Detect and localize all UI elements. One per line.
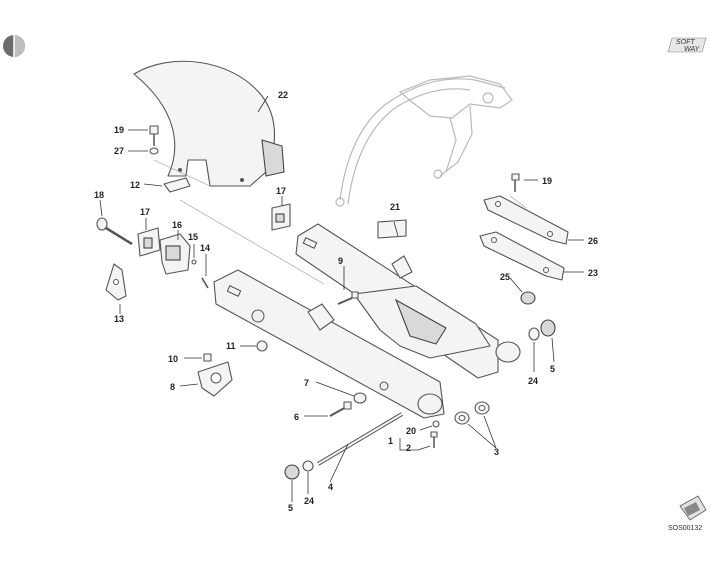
bolt-19-right — [511, 173, 520, 192]
callout-2: 2 — [406, 443, 411, 453]
rubber-block-17-right — [271, 203, 291, 231]
leader-lines — [99, 95, 584, 502]
drawing-code: SOS00132 — [668, 525, 702, 532]
callout-17-left: 17 — [140, 207, 150, 217]
bolt-9 — [337, 291, 359, 305]
callout-16: 16 — [172, 220, 182, 230]
screw-15 — [191, 259, 197, 265]
callout-22: 22 — [278, 90, 288, 100]
callout-18: 18 — [94, 190, 104, 200]
callout-26: 26 — [588, 236, 598, 246]
bolt-20 — [432, 420, 440, 428]
callout-6: 6 — [294, 412, 299, 422]
callout-8: 8 — [170, 382, 175, 392]
rear-mudguard — [133, 60, 285, 187]
ring-24-right — [528, 327, 540, 341]
callout-24-lower: 24 — [304, 496, 314, 506]
callout-14: 14 — [200, 243, 210, 253]
callout-9: 9 — [338, 256, 343, 266]
half-disc-icon — [3, 35, 25, 57]
sticker-21 — [377, 219, 407, 239]
ghost-frame — [335, 75, 513, 207]
callout-7: 7 — [304, 378, 309, 388]
callout-10: 10 — [168, 354, 178, 364]
logo-text-way: WAY — [684, 46, 701, 53]
folder-tab-icon — [679, 495, 707, 521]
callout-19-right: 19 — [542, 176, 552, 186]
callout-27: 27 — [114, 146, 124, 156]
nut-11 — [256, 340, 268, 352]
clip-12 — [163, 177, 191, 193]
swingarm — [213, 223, 521, 419]
bolt-6 — [329, 401, 352, 417]
washer-3a — [454, 411, 470, 425]
callout-17: 17 — [276, 186, 286, 196]
plate-26 — [483, 195, 569, 245]
bracket-16 — [159, 233, 191, 275]
callout-24-right: 24 — [528, 376, 538, 386]
callout-15: 15 — [188, 232, 198, 242]
callout-3: 3 — [494, 447, 499, 457]
bracket-13 — [105, 263, 127, 301]
callout-12: 12 — [130, 180, 140, 190]
logo-text-soft: SOFT — [676, 39, 695, 46]
callout-20: 20 — [406, 426, 416, 436]
screw-10 — [203, 353, 212, 362]
screw-14 — [201, 277, 209, 289]
bushing-25 — [520, 291, 536, 305]
softway-logo-icon: SOFT WAY — [667, 37, 707, 53]
washer-7 — [353, 392, 367, 404]
callout-4: 4 — [328, 482, 333, 492]
ring-24-lower — [302, 460, 314, 472]
axle-4 — [316, 412, 404, 466]
cap-5-right — [540, 319, 556, 337]
callout-5-right: 5 — [550, 364, 555, 374]
cap-5-lower — [284, 464, 300, 480]
callout-5-lower: 5 — [288, 503, 293, 513]
plate-23 — [479, 231, 565, 281]
callout-19: 19 — [114, 125, 124, 135]
bolt-2 — [430, 431, 438, 448]
clamp-8 — [197, 361, 233, 397]
bolt-19-left — [149, 125, 159, 155]
callout-13: 13 — [114, 314, 124, 324]
long-bolt-18 — [96, 217, 133, 246]
callout-23: 23 — [588, 268, 598, 278]
washer-3b — [474, 401, 490, 415]
callout-25: 25 — [500, 272, 510, 282]
callout-labels: 22 19 27 12 17 18 17 16 15 14 13 9 21 11… — [94, 90, 598, 513]
callout-11: 11 — [226, 341, 236, 351]
callout-1: 1 — [388, 436, 393, 446]
rubber-block-17-left — [137, 227, 161, 257]
callout-21: 21 — [390, 202, 400, 212]
